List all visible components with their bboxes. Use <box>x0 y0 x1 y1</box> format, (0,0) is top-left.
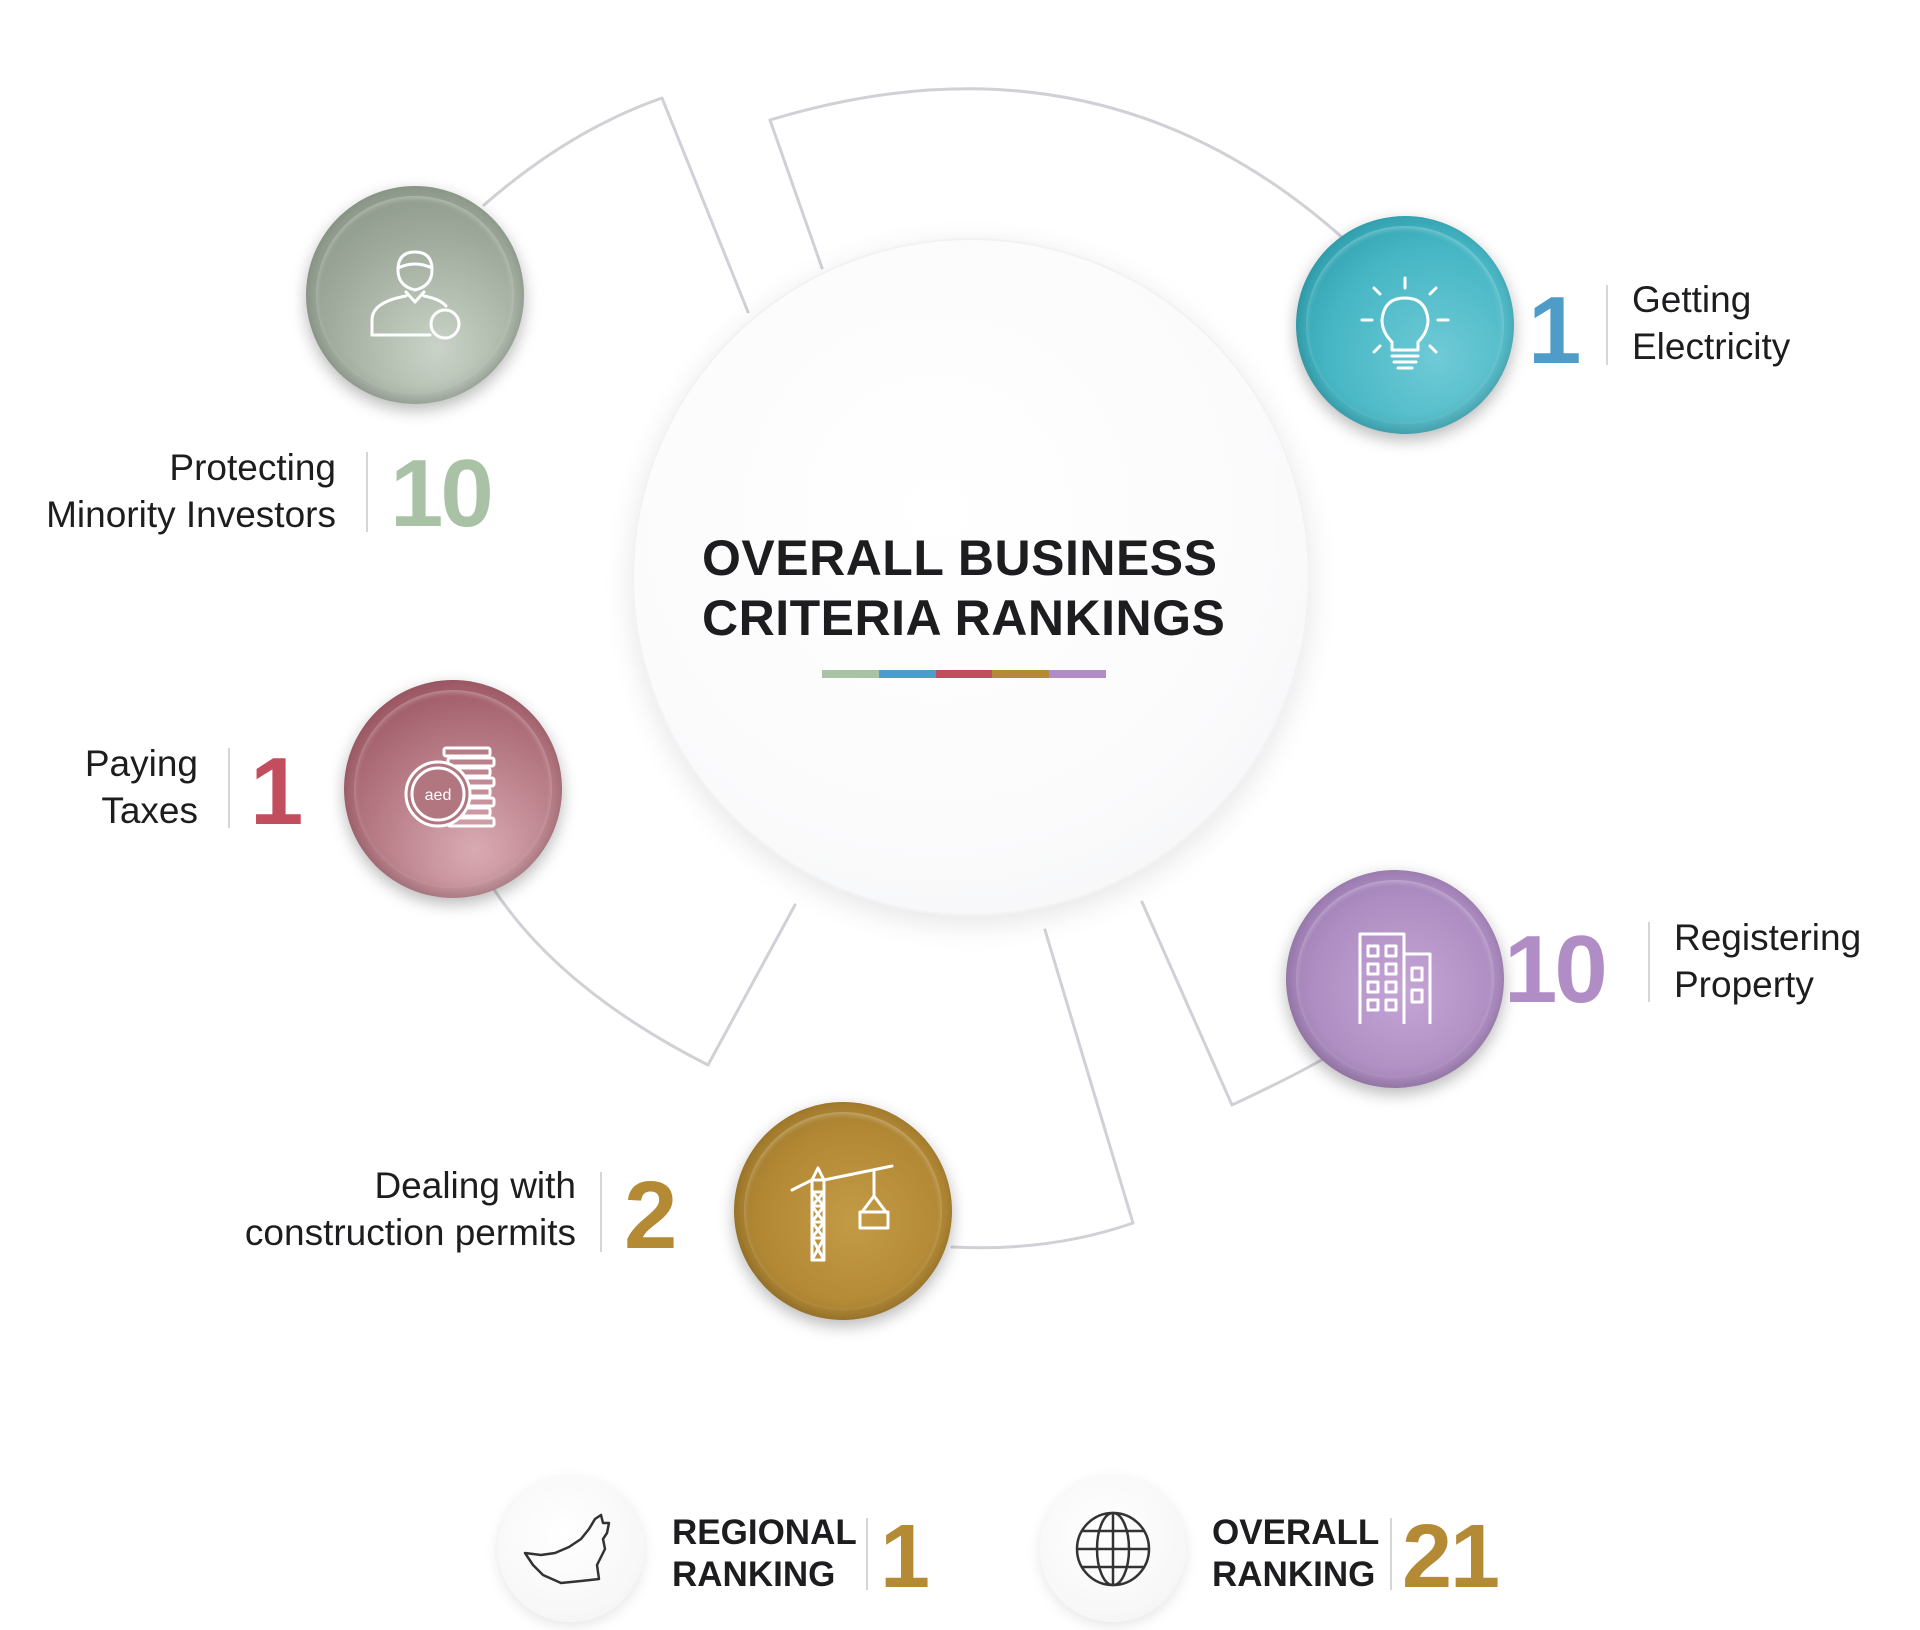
construction-rank: 2 <box>624 1162 677 1269</box>
overall-line-2: RANKING <box>1212 1555 1376 1594</box>
investor-icon <box>370 250 461 340</box>
connector-protecting <box>482 96 750 314</box>
color-bar-segment <box>878 670 936 678</box>
protecting-line-2: Minority Investors <box>46 494 336 535</box>
overall-disc <box>1040 1476 1186 1622</box>
coin-label: aed <box>425 787 452 804</box>
overall-line-1: OVERALL <box>1212 1513 1380 1552</box>
title-line-1: OVERALL BUSINESS <box>702 530 1218 586</box>
regional-line-2: RANKING <box>672 1555 836 1594</box>
lightbulb-icon <box>1360 276 1450 370</box>
connector-construction <box>950 928 1135 1250</box>
protecting-rank: 10 <box>390 440 494 547</box>
property-line-2: Property <box>1674 964 1814 1005</box>
taxes-rank: 1 <box>250 738 303 845</box>
protecting-separator <box>366 452 368 532</box>
connector-taxes <box>491 886 797 1067</box>
regional-ranking-label: REGIONAL RANKING <box>672 1512 857 1596</box>
electricity-rank: 1 <box>1528 277 1581 384</box>
coins-icon: aed <box>404 746 496 828</box>
property-separator <box>1648 922 1650 1002</box>
connector-property <box>1140 900 1327 1107</box>
overall-ranking-label: OVERALL RANKING <box>1212 1512 1379 1596</box>
construction-line-1: Dealing with <box>374 1165 576 1206</box>
paying-taxes-circle: aed <box>344 680 562 898</box>
property-circle <box>1286 870 1504 1088</box>
construction-separator <box>600 1172 602 1252</box>
center-disc <box>632 238 1310 916</box>
electricity-separator <box>1606 285 1608 365</box>
protecting-investors-circle <box>306 186 524 404</box>
electricity-line-1: Getting <box>1632 279 1752 320</box>
regional-separator <box>866 1518 868 1590</box>
title-line-2: CRITERIA RANKINGS <box>702 590 1226 646</box>
construction-line-2: construction permits <box>244 1212 576 1253</box>
taxes-separator <box>228 748 230 828</box>
construction-circle <box>734 1102 952 1320</box>
taxes-line-1: Paying <box>84 743 198 784</box>
color-bar-segment <box>1049 670 1106 678</box>
construction-label: Dealing with construction permits <box>245 1162 576 1256</box>
electricity-line-2: Electricity <box>1632 326 1791 367</box>
electricity-circle <box>1296 216 1514 434</box>
electricity-label: Getting Electricity <box>1632 276 1790 370</box>
title-color-bar <box>822 670 1106 678</box>
connector-electricity <box>768 87 1347 270</box>
overall-separator <box>1390 1518 1392 1590</box>
color-bar-segment <box>935 670 993 678</box>
overall-rank: 21 <box>1402 1507 1500 1607</box>
protecting-line-1: Protecting <box>169 447 336 488</box>
protecting-investors-label: Protecting Minority Investors <box>46 444 336 538</box>
regional-line-1: REGIONAL <box>672 1513 857 1552</box>
regional-disc <box>498 1476 644 1622</box>
taxes-line-2: Taxes <box>101 790 198 831</box>
property-label: Registering Property <box>1674 914 1861 1008</box>
property-rank: 10 <box>1504 916 1608 1023</box>
page-title: OVERALL BUSINESS CRITERIA RANKINGS <box>702 528 1262 648</box>
building-icon <box>1358 932 1432 1024</box>
uae-map-icon <box>523 1513 611 1585</box>
globe-icon <box>1075 1511 1151 1587</box>
color-bar-segment <box>992 670 1050 678</box>
color-bar-segment <box>822 670 879 678</box>
property-line-1: Registering <box>1674 917 1862 958</box>
paying-taxes-label: Paying Taxes <box>85 740 198 834</box>
crane-icon <box>790 1164 894 1262</box>
regional-rank: 1 <box>880 1507 930 1607</box>
